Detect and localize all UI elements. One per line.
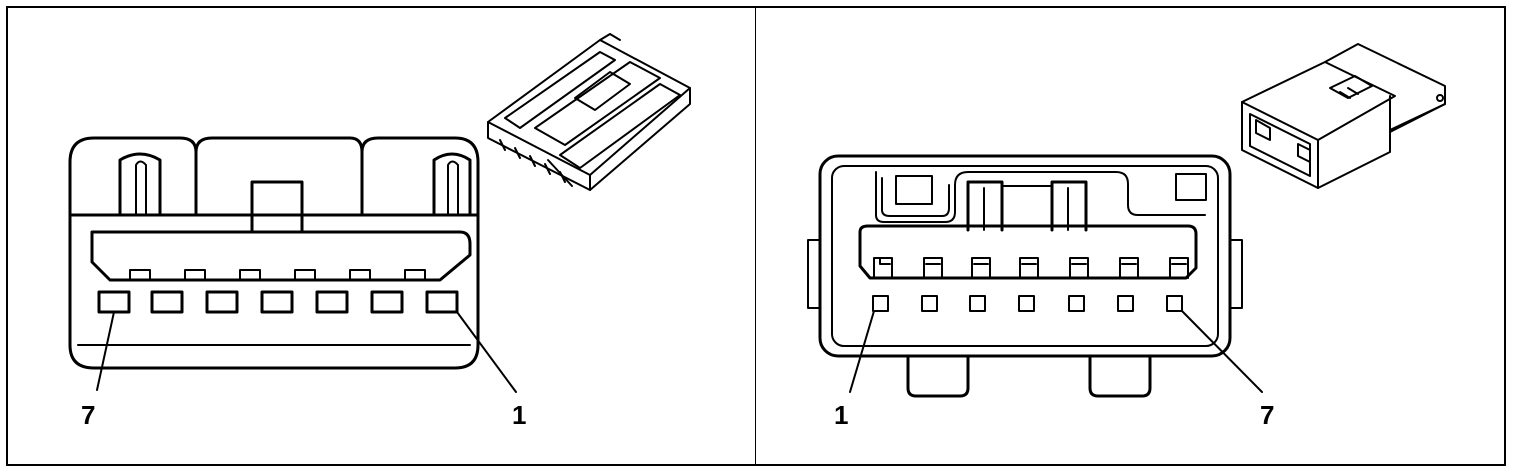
cavity-1	[425, 290, 459, 314]
pin-label-right-1: 1	[834, 400, 848, 430]
pin-label-right-7: 7	[1260, 400, 1274, 430]
panel-divider	[755, 6, 756, 466]
cavity-2	[370, 290, 404, 314]
cavity-4	[1018, 295, 1035, 312]
diagram-frame	[6, 6, 1506, 466]
pin-label-left-7: 7	[81, 400, 95, 430]
cavity-5	[205, 290, 239, 314]
cavity-7	[97, 290, 131, 314]
cavity-2	[921, 295, 938, 312]
cavity-3	[315, 290, 349, 314]
right-connector-face	[807, 154, 1263, 398]
cavity-6	[150, 290, 184, 314]
right-connector-isometric	[1241, 43, 1446, 189]
left-connector-isometric	[487, 33, 691, 191]
leader-line-7	[96, 311, 115, 391]
cavity-1	[872, 295, 889, 312]
left-connector-face	[68, 136, 517, 393]
pin-label-left-1: 1	[512, 400, 526, 430]
leader-line-1	[849, 310, 875, 393]
cavity-5	[1068, 295, 1085, 312]
cavity-7	[1166, 295, 1183, 312]
cavity-3	[969, 295, 986, 312]
leader-line-1	[456, 311, 517, 393]
leader-line-7	[1181, 310, 1263, 393]
cavity-4	[260, 290, 294, 314]
cavity-6	[1117, 295, 1134, 312]
